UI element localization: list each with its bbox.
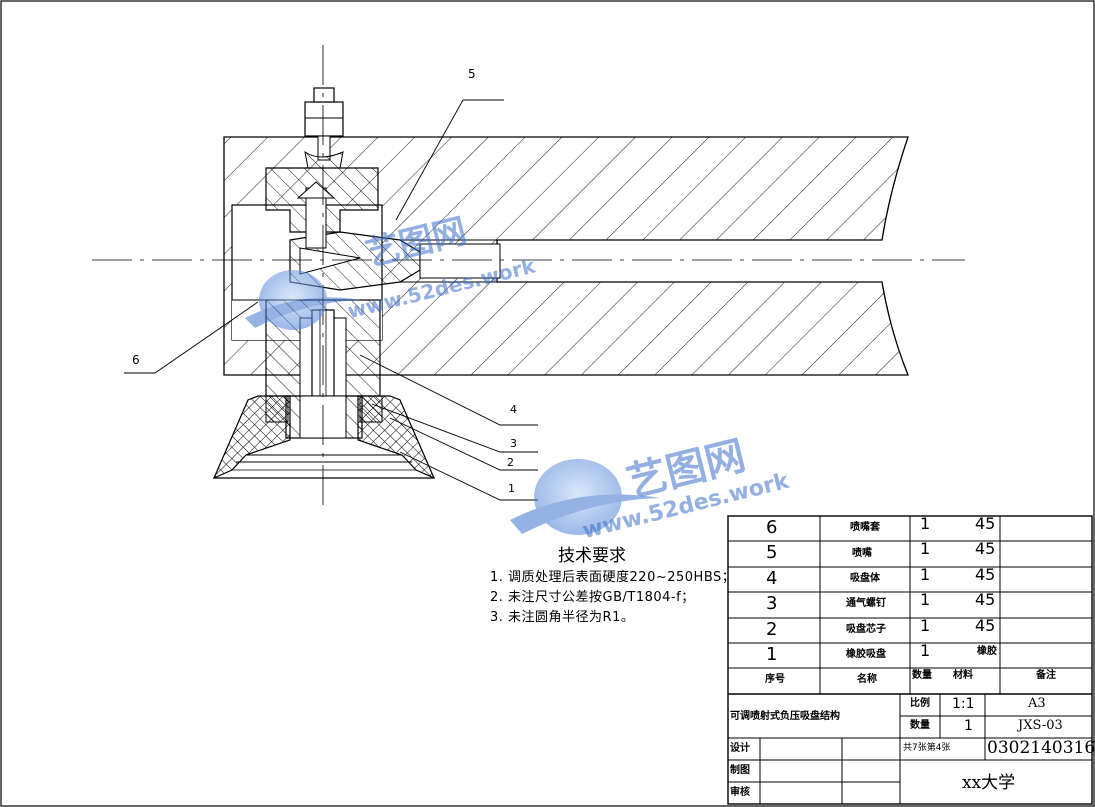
bom-no: 6 [766, 517, 778, 538]
bom-no: 3 [766, 593, 778, 614]
bom-qty: 1 [920, 641, 931, 660]
drawing-number: 0302140316 [987, 738, 1095, 758]
bom-name: 通气螺钉 [846, 598, 886, 609]
bom-name: 橡胶吸盘 [846, 649, 886, 660]
qty-value: 1 [964, 718, 973, 734]
tech-item-1: 1. 调质处理后表面硬度220~250HBS； [490, 570, 736, 585]
school-name: xx大学 [962, 773, 1016, 793]
bom-header-no: 序号 [765, 674, 785, 685]
reviewer-label: 审核 [730, 787, 750, 798]
balloon-2: 2 [507, 456, 514, 469]
balloon-3: 3 [510, 437, 517, 450]
bom-qty: 1 [920, 616, 931, 635]
qty-label: 数量 [910, 720, 930, 731]
rubber-cup [212, 395, 436, 480]
bom-mat: 45 [975, 565, 996, 584]
bom-header-qty: 数量 [912, 670, 932, 681]
bom-name: 喷嘴 [852, 548, 872, 559]
tech-item-2: 2. 未注尺寸公差按GB/T1804-f； [490, 590, 695, 605]
bom-header-remark: 备注 [1036, 670, 1056, 681]
bom-qty: 1 [920, 514, 931, 533]
designer-label: 设计 [730, 743, 750, 754]
bom-header-mat: 材料 [953, 670, 973, 681]
drafter-label: 制图 [730, 765, 750, 776]
bom-no: 4 [766, 568, 778, 589]
bom-qty: 1 [920, 565, 931, 584]
bom-mat: 45 [975, 514, 996, 533]
bom-no: 1 [766, 644, 778, 665]
drawing-code: JXS-03 [1018, 718, 1063, 733]
balloon-4: 4 [510, 403, 517, 416]
balloon-6: 6 [132, 353, 140, 367]
sheet-count: 共7张第4张 [903, 743, 951, 753]
bom-header-name: 名称 [857, 674, 877, 685]
bom-mat: 橡胶 [977, 646, 997, 657]
paper-format: A3 [1028, 696, 1046, 711]
leader-lines [124, 99, 538, 501]
balloon-5: 5 [468, 67, 476, 81]
scale-value: 1:1 [952, 696, 975, 712]
drawing-name: 可调喷射式负压吸盘结构 [730, 711, 840, 722]
bom-name: 吸盘体 [850, 573, 880, 584]
balloon-1: 1 [508, 482, 515, 495]
center-lines [92, 45, 965, 505]
bom-mat: 45 [975, 616, 996, 635]
bom-qty: 1 [920, 590, 931, 609]
bom-qty: 1 [920, 539, 931, 558]
watermark-logo [245, 270, 660, 535]
scale-label: 比例 [910, 698, 930, 709]
title-block-lines [727, 515, 1093, 805]
top-fitting [304, 87, 344, 169]
tech-title: 技术要求 [558, 546, 626, 566]
bom-no: 5 [766, 542, 778, 563]
bom-name: 吸盘芯子 [846, 624, 886, 635]
bom-mat: 45 [975, 539, 996, 558]
bom-mat: 45 [975, 590, 996, 609]
bom-no: 2 [766, 619, 778, 640]
tech-item-3: 3. 未注圆角半径为R1。 [490, 610, 635, 625]
bom-name: 喷嘴套 [850, 522, 880, 533]
